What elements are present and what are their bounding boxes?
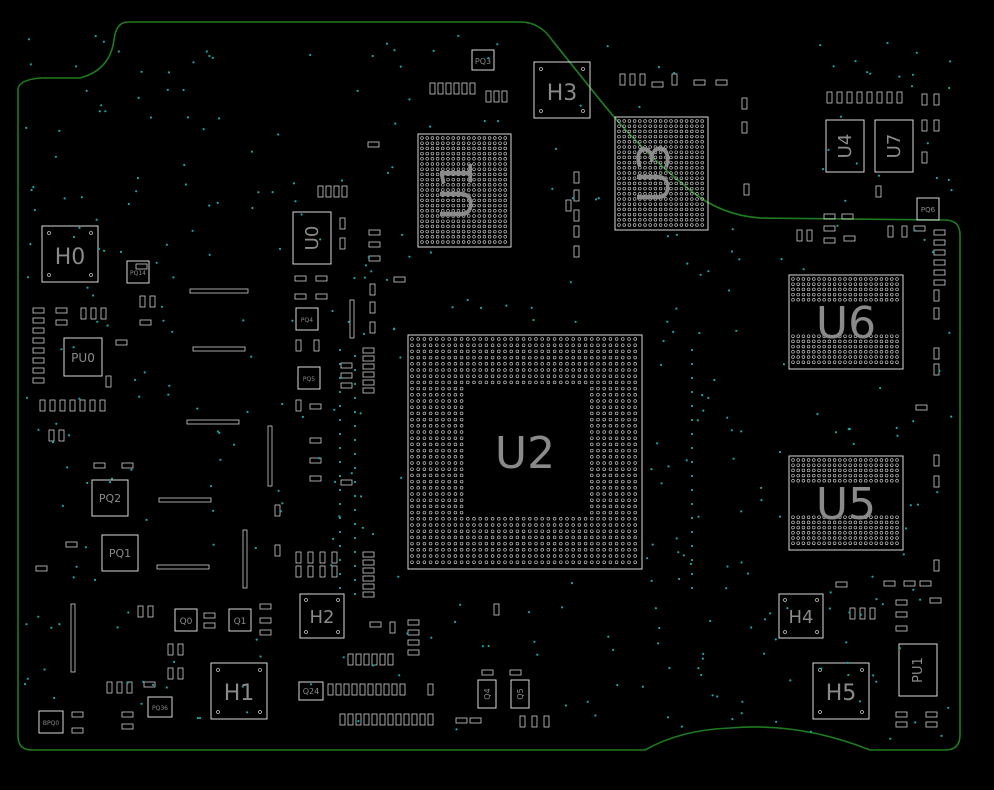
label-q1: Q1	[234, 617, 247, 627]
label-h1: H1	[224, 681, 255, 706]
label-u6: U6	[816, 298, 876, 349]
transistor-q1: Q1	[228, 608, 252, 632]
label-pq5: PQ5	[303, 376, 315, 383]
chip-u4: U4	[825, 119, 865, 173]
passive-components	[32, 73, 946, 734]
transistor-q5: Q5	[510, 679, 530, 709]
mount-hole-h0: H0	[41, 225, 99, 283]
label-u2: U2	[495, 428, 555, 479]
chip-u6: U6	[788, 274, 904, 370]
transistor-q4: Q4	[477, 679, 497, 709]
label-q24: Q24	[303, 687, 319, 696]
label-pq1: PQ1	[109, 547, 131, 560]
label-u0: U0	[302, 226, 323, 251]
label-u5: U5	[816, 479, 876, 530]
transistor-bpq0: BPQ0	[38, 710, 64, 734]
mount-hole-h2: H2	[299, 593, 345, 639]
label-pq14: PQ14	[130, 270, 146, 277]
transistor-pq14: PQ14	[126, 260, 150, 284]
label-u7: U7	[884, 134, 905, 159]
label-q4: Q4	[483, 688, 492, 699]
label-pq6: PQ6	[921, 206, 936, 214]
label-q5: Q5	[516, 688, 525, 699]
transistor-pq3: PQ3	[471, 49, 495, 71]
transistor-pq36: PQ36	[147, 696, 173, 718]
label-pu0: PU0	[71, 351, 95, 365]
board-cut-line	[551, 39, 761, 219]
label-pq3: PQ3	[475, 57, 491, 66]
label-h4: H4	[789, 607, 814, 628]
mount-hole-h5: H5	[812, 662, 870, 720]
mount-hole-h1: H1	[210, 662, 268, 720]
transistor-pq4: PQ4	[295, 307, 319, 331]
transistor-pq6: PQ6	[916, 197, 940, 221]
label-u1: U1	[432, 160, 483, 220]
connector-pads	[70, 288, 355, 673]
transistor-q0: Q0	[174, 608, 198, 632]
transistor-pq1: PQ1	[101, 534, 139, 572]
label-h5: H5	[826, 681, 857, 706]
transistor-pq5: PQ5	[297, 366, 321, 390]
label-u3: U3	[629, 143, 680, 203]
label-pu1: PU1	[911, 657, 926, 683]
label-h2: H2	[310, 607, 335, 628]
mount-hole-h4: H4	[778, 593, 824, 639]
transistor-pq2: PQ2	[91, 479, 129, 517]
chip-u2: U2	[407, 334, 643, 570]
label-u4: U4	[835, 134, 856, 159]
label-q0: Q0	[180, 617, 193, 627]
label-pq36: PQ36	[152, 705, 168, 712]
chip-pu1: PU1	[898, 643, 938, 697]
chip-pu0: PU0	[63, 337, 103, 377]
board-outline	[17, 21, 961, 751]
chip-u7: U7	[874, 119, 914, 173]
chip-u0: U0	[292, 211, 332, 265]
vias	[24, 34, 953, 740]
label-pq4: PQ4	[301, 317, 313, 324]
chip-u1: U1	[417, 133, 512, 248]
mount-hole-h3: H3	[533, 61, 591, 119]
chip-u5: U5	[788, 455, 904, 551]
label-pq2: PQ2	[99, 492, 121, 505]
label-h0: H0	[55, 245, 86, 270]
label-h3: H3	[547, 81, 578, 106]
chip-u3: U3	[614, 116, 709, 231]
label-bpq0: BPQ0	[43, 720, 59, 727]
transistor-q24: Q24	[298, 681, 324, 701]
